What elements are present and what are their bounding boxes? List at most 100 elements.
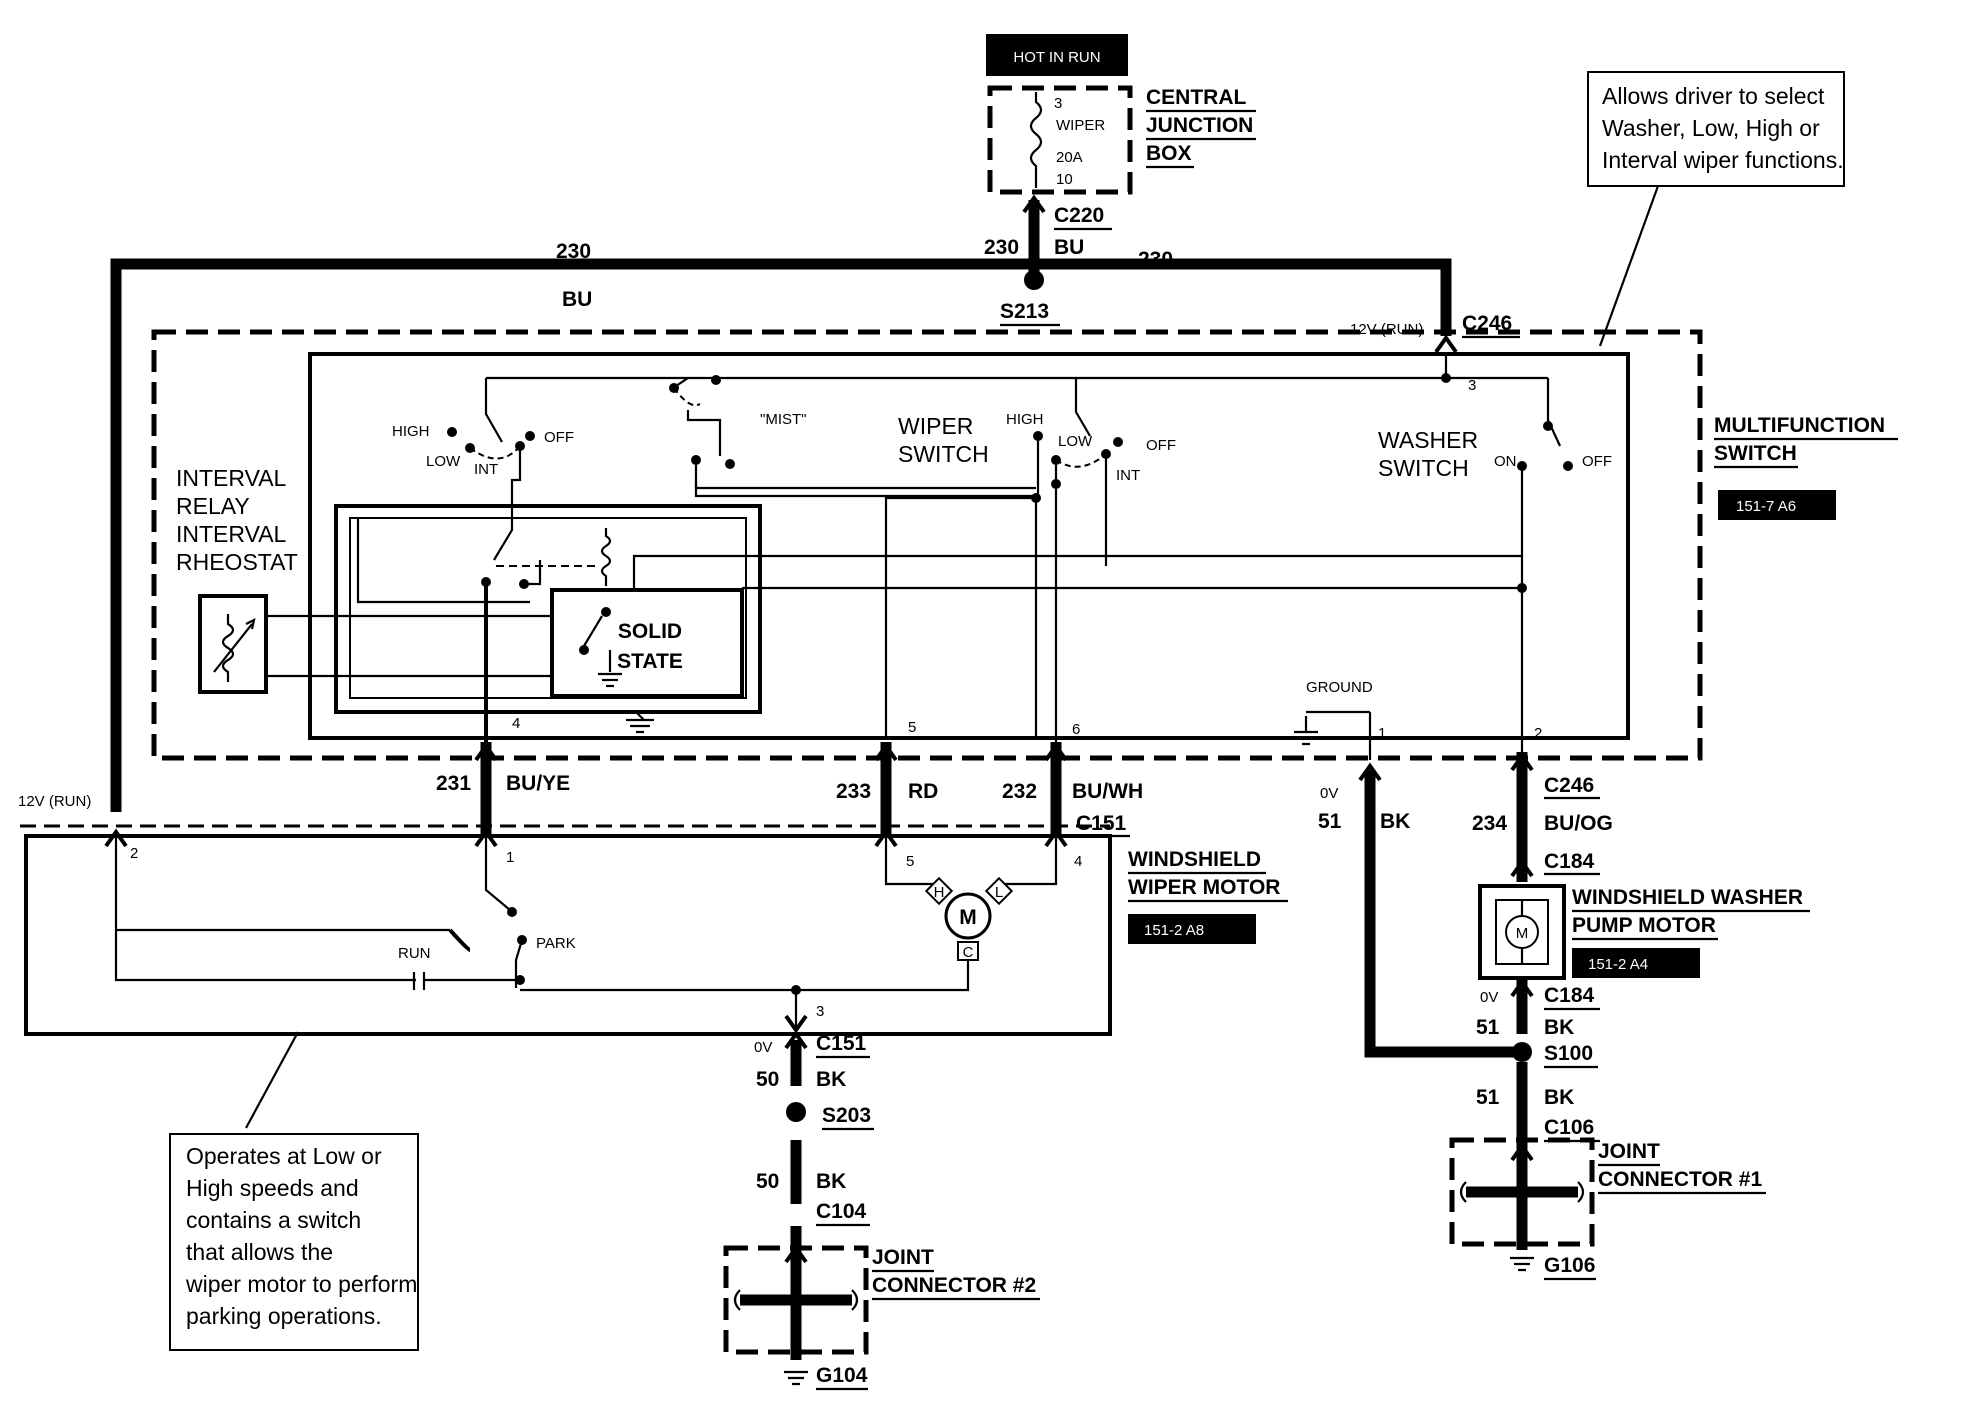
circuit-230-left: 230 [556,240,591,263]
color-bu-ye: BU/YE [506,772,570,795]
splice-s213-dot [1024,270,1044,290]
circuit-230-feed: 230 [984,236,1019,259]
gnd-circuit-51: 51 [1318,810,1342,833]
interval-label-4: RHEOSTAT [176,549,298,575]
switch-callout: Allows driver to select Washer, Low, Hig… [1587,71,1845,347]
switch-note-line2: Washer, Low, High or [1602,115,1820,141]
motor-note-line6: parking operations. [186,1303,382,1329]
jc2-title-2: CONNECTOR #2 [872,1274,1036,1297]
wiper-switch-1: WIPER [898,413,973,439]
washer-switch-2: SWITCH [1378,455,1469,481]
pump-color-bk: BK [1544,1016,1574,1039]
pump-circuit-51b: 51 [1476,1086,1500,1109]
solid-state-2: STATE [617,650,683,673]
pos-low-a: LOW [426,453,461,470]
wg-c151: C151 [816,1032,867,1055]
color-bu-left: BU [562,288,592,311]
color-bu-wh: BU/WH [1072,780,1143,803]
pin-2: 2 [1534,725,1542,742]
pin-3-label: 3 [1468,377,1476,394]
motor-note-line3: contains a switch [186,1207,361,1233]
wg-circuit-50b: 50 [756,1170,779,1193]
jc1-title-2: CONNECTOR #1 [1598,1168,1762,1191]
washer-pump-m: M [1516,925,1529,942]
wiper-motor-title-1: WINDSHIELD [1128,848,1261,871]
joint-connector-1 [1449,1137,1595,1247]
cjb-title-2: JUNCTION [1146,114,1253,137]
mfs-ref: 151-7 A6 [1736,498,1796,515]
circuit-230-right: 230 [1138,248,1173,271]
run-label: RUN [398,945,431,962]
pos-high-a: HIGH [392,423,430,440]
pos-int-a: INT [474,461,498,478]
washer-pump: M WINDSHIELD WASHER PUMP MOTOR 151-2 A4 … [1449,884,1810,1281]
wiper-motor-title-2: WIPER MOTOR [1128,876,1280,899]
pos-low-b: LOW [1058,433,1093,450]
fuse-name: WIPER [1056,117,1105,134]
pin-5: 5 [908,719,916,736]
rheostat-box [198,594,268,694]
interval-label-2: RELAY [176,493,250,519]
g104: G104 [816,1364,868,1387]
wiper-motor-ground: 0V C151 50 BK S203 50 BK C104 JOINT CONN… [723,1030,1040,1391]
wm-pin-4: 4 [1074,853,1082,870]
hot-in-run-label: HOT IN RUN [1013,49,1100,66]
pump-title-1: WINDSHIELD WASHER [1572,886,1803,909]
color-rd: RD [908,780,938,803]
pin-4: 4 [512,715,520,732]
interval-label-1: INTERVAL [176,465,287,491]
splice-s100: S100 [1544,1042,1593,1065]
wg-splice-s203: S203 [822,1104,871,1127]
gnd-0v: 0V [1320,785,1338,802]
wiper-switch-2: SWITCH [898,441,989,467]
wg-0v: 0V [754,1039,772,1056]
wiper-motor: WINDSHIELD WIPER MOTOR 151-2 A8 2 1 PARK… [24,828,1288,1036]
pump-title-2: PUMP MOTOR [1572,914,1716,937]
c246-top: C246 [1462,312,1512,335]
fuse-rating: 20A [1056,149,1083,166]
relay-coil [600,528,612,586]
gnd-color-bk: BK [1380,810,1410,833]
pump-0v: 0V [1480,989,1498,1006]
cjb-outline [987,85,1133,195]
circuit-233: 233 [836,780,871,803]
wm-pin-1: 1 [506,849,514,866]
color-bu-og: BU/OG [1544,812,1613,835]
wiper-motor-box [24,834,1112,1036]
wm-pin-3: 3 [816,1003,824,1020]
pump-ref: 151-2 A4 [1588,956,1648,973]
switch-inner-box [308,352,1630,740]
pump-circuit-51: 51 [1476,1016,1500,1039]
pump-color-bkb: BK [1544,1086,1574,1109]
c220-label: C220 [1054,204,1104,227]
wm-pin-5: 5 [906,853,914,870]
color-bu-feed: BU [1054,236,1084,259]
pos-off-w: OFF [1582,453,1612,470]
wiper-motor-h: H [934,884,945,901]
circuit-231: 231 [436,772,471,795]
g106: G106 [1544,1254,1595,1277]
wm-pin-2: 2 [130,845,138,862]
pump-c184: C184 [1544,984,1595,1007]
splice-s213: S213 [1000,300,1049,323]
motor-note-line4: that allows the [186,1239,333,1265]
cjb-title-3: BOX [1146,142,1192,165]
multifunction-outline [151,329,1703,761]
c184-top: C184 [1544,850,1595,873]
main-bus-230: 230 BU S213 230 12V (RUN) C246 [110,240,1520,812]
park-label: PARK [536,935,576,952]
switch-note-line1: Allows driver to select [1602,83,1825,109]
pin-1: 1 [1378,725,1386,742]
solid-state-1: SOLID [618,620,682,643]
ground-label: GROUND [1306,679,1373,696]
motor-note-line1: Operates at Low or [186,1143,382,1169]
jc2-title-1: JOINT [872,1246,934,1269]
wiper-motor-m: M [959,906,977,929]
cjb-title-1: CENTRAL [1146,86,1246,109]
wiper-motor-l: L [995,884,1003,901]
wiper-motor-ref: 151-2 A8 [1144,922,1204,939]
c246-bottom: C246 [1544,774,1594,797]
wiper-motor-c: C [963,944,974,961]
motor-callout: Operates at Low or High speeds and conta… [169,1031,419,1351]
pos-int-b: INT [1116,467,1140,484]
